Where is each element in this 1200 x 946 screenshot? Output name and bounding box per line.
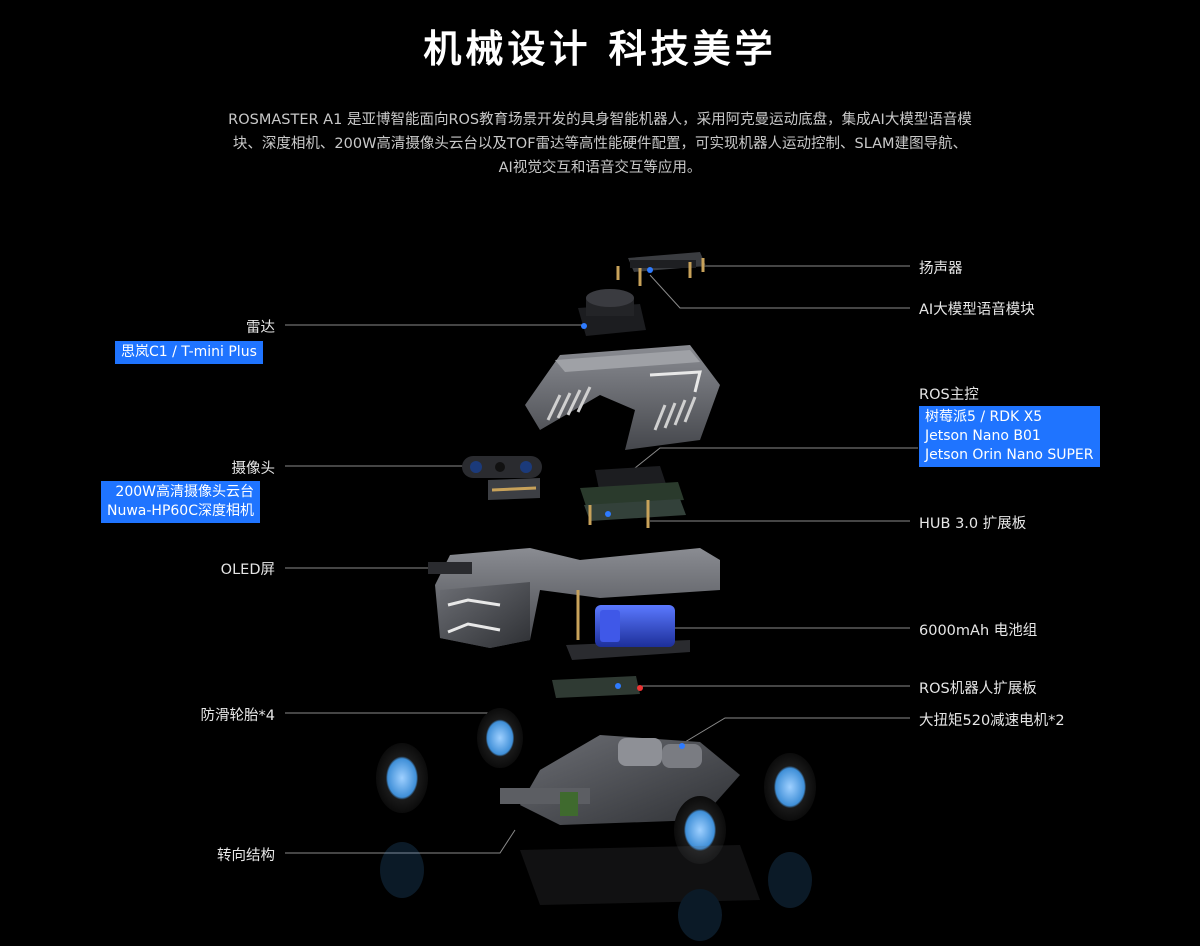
camera: [462, 456, 542, 500]
description: ROSMASTER A1 是亚博智能面向ROS教育场景开发的具身智能机器人，采用…: [200, 108, 1000, 180]
label-oled: OLED屏: [220, 562, 275, 578]
badge-line: 思岚C1 / T-mini Plus: [121, 344, 257, 360]
label-ai-module: AI大模型语音模块: [919, 302, 1035, 318]
description-line: AI视觉交互和语音交互等应用。: [498, 160, 702, 176]
badge-line: Nuwa-HP60C深度相机: [107, 503, 254, 519]
label-tires: 防滑轮胎*4: [200, 708, 275, 724]
badge-lidar: 思岚C1 / T-mini Plus: [115, 341, 263, 364]
ros-expansion-board: [552, 676, 643, 698]
badge-line: 200W高清摄像头云台: [115, 484, 254, 500]
floor-reflection: [380, 842, 812, 941]
description-line: 块、深度相机、200W高清摄像头云台以及TOF雷达等高性能硬件配置，可实现机器人…: [232, 136, 968, 152]
label-hub: HUB 3.0 扩展板: [919, 516, 1027, 532]
label-ros-board: ROS机器人扩展板: [919, 681, 1037, 697]
page-title: 机械设计 科技美学: [423, 27, 777, 71]
description-line: ROSMASTER A1 是亚博智能面向ROS教育场景开发的具身智能机器人，采用…: [228, 112, 972, 128]
badge-ros-master: 树莓派5 / RDK X5 Jetson Nano B01 Jetson Ori…: [919, 406, 1100, 467]
label-lidar: 雷达: [246, 320, 275, 336]
ai-voice-module: [616, 252, 706, 286]
label-speaker: 扬声器: [919, 261, 963, 277]
label-motor: 大扭矩520减速电机*2: [919, 713, 1065, 729]
label-battery: 6000mAh 电池组: [919, 623, 1038, 639]
badge-camera: 200W高清摄像头云台 Nuwa-HP60C深度相机: [101, 481, 260, 523]
wheels: [376, 708, 816, 864]
ros-master-stack: [580, 466, 686, 528]
label-camera: 摄像头: [231, 461, 276, 477]
badge-line: Jetson Orin Nano SUPER: [925, 447, 1094, 463]
battery: [566, 605, 690, 660]
middle-chassis: [428, 548, 720, 648]
badge-line: 树莓派5 / RDK X5: [925, 409, 1043, 425]
top-cover: [525, 345, 720, 450]
label-ros-master: ROS主控: [919, 387, 979, 403]
badge-line: Jetson Nano B01: [925, 428, 1041, 444]
lidar: [578, 289, 646, 336]
label-steering: 转向结构: [217, 848, 275, 864]
